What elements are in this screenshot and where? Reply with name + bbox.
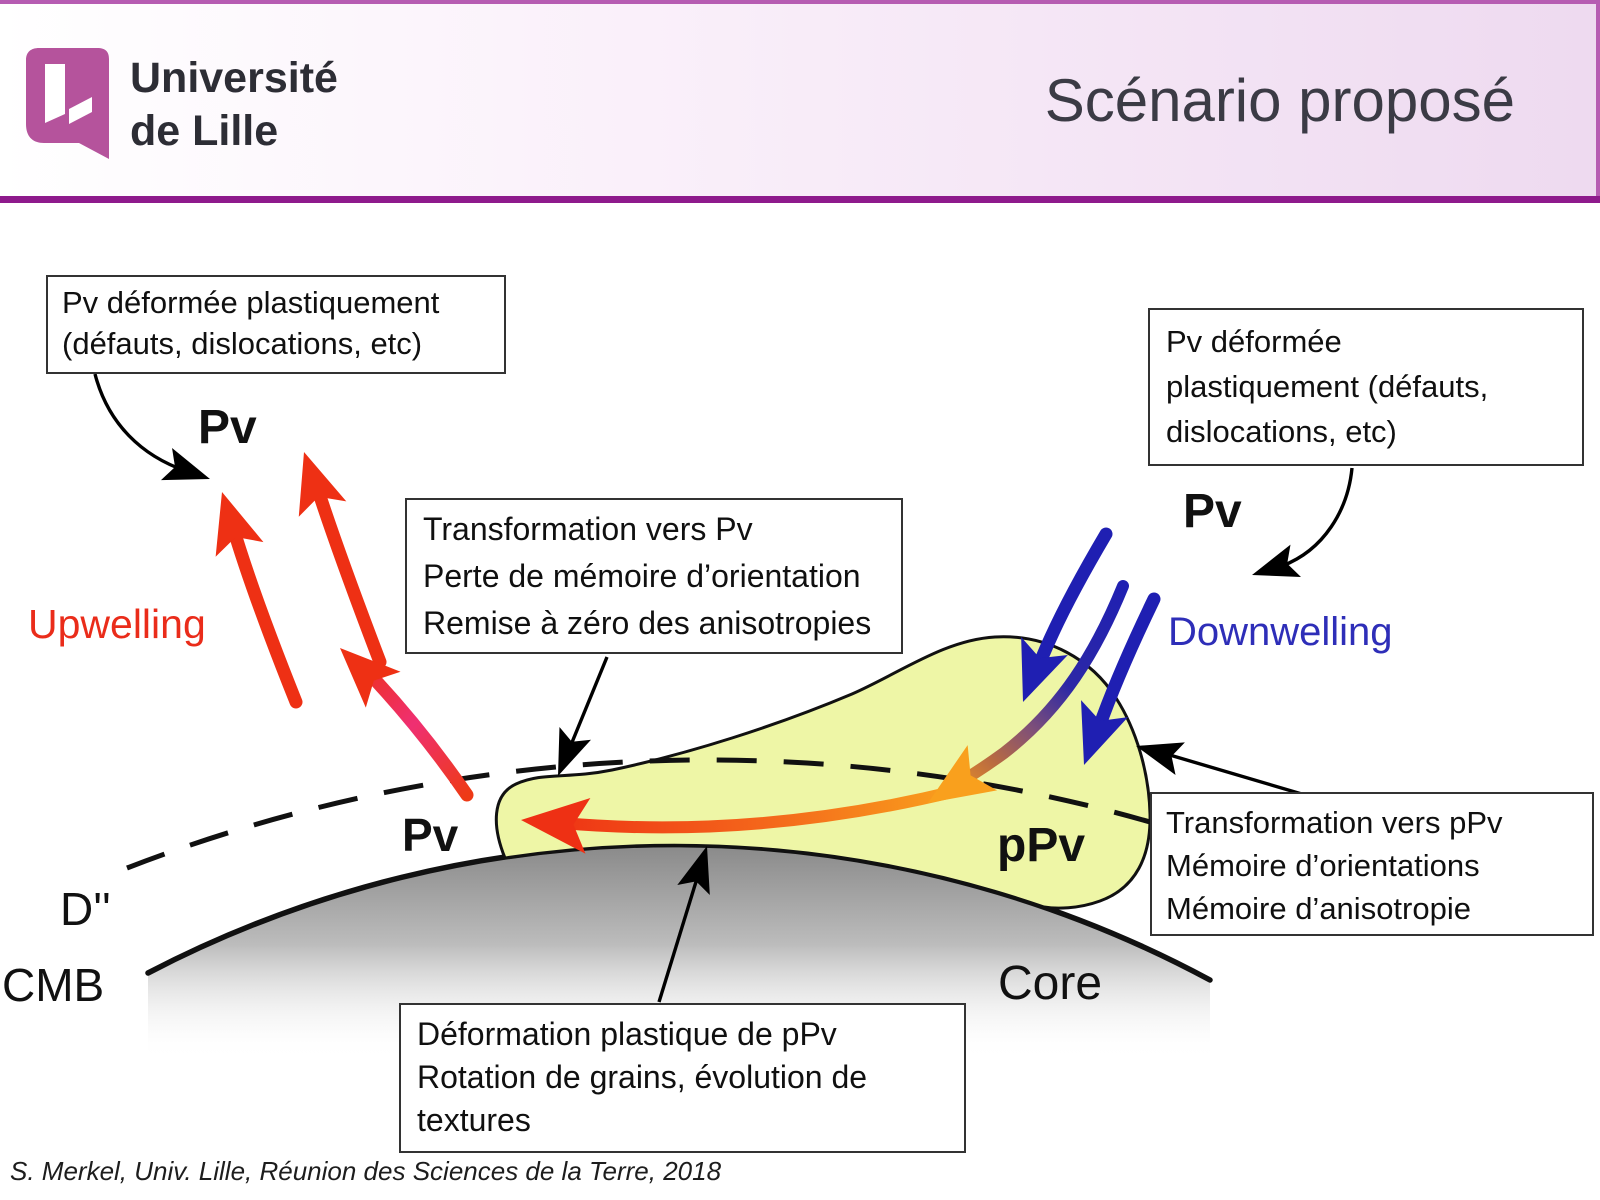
d-layer-dashed-curve [126, 757, 1151, 871]
page-title: Scénario proposé [1044, 67, 1515, 134]
logo-wordmark: Université de Lille [130, 52, 338, 158]
upwelling-arrow-2-head-icon [280, 444, 347, 517]
callout-line: Mémoire d’orientations [1166, 848, 1480, 883]
callout-line: textures [417, 1102, 531, 1138]
callout-line: Transformation vers pPv [1166, 805, 1503, 840]
callout-line: Mémoire d’anisotropie [1166, 891, 1471, 926]
ppv-lens-region [494, 635, 1152, 910]
label-d-double-prime: D'' [60, 883, 111, 935]
label-upwelling: Upwelling [28, 601, 206, 647]
callout-line: plastiquement (défauts, [1166, 369, 1489, 404]
header-accent-rule [0, 196, 1600, 203]
callout-arrow-pv-left-head-icon [160, 447, 216, 496]
upwelling-arrow-1-head-icon [198, 484, 264, 557]
callout-arrow-pv-right-line [1281, 467, 1354, 568]
callout-arrow-transformation-ppv-line [1162, 751, 1313, 799]
callout-line: Transformation vers Pv [423, 511, 753, 547]
upwelling-arrow-2-shaft [309, 477, 387, 669]
upwelling-arrow-1-shaft [225, 517, 303, 709]
label-cmb: CMB [2, 959, 105, 1011]
label-downwelling: Downwelling [1168, 610, 1393, 654]
callout-pv-deformed-right: Pv déformée plastiquement (défauts, disl… [1148, 308, 1584, 466]
callout-line: Déformation plastique de pPv [417, 1016, 837, 1052]
logo-line-2: de Lille [130, 107, 279, 155]
label-ppv: pPv [997, 819, 1086, 872]
callout-line: Perte de mémoire d’orientation [423, 558, 861, 594]
callout-arrow-pv-right-head-icon [1246, 544, 1302, 592]
callout-arrow-deformation-ppv-line [657, 871, 701, 1003]
callout-line: Rotation de grains, évolution de [417, 1059, 868, 1095]
label-core: Core [998, 957, 1103, 1010]
label-pv-upwelling: Pv [198, 401, 257, 454]
callout-arrow-transformation-pv-line [564, 656, 609, 758]
callout-arrow-pv-left-line [93, 373, 187, 473]
label-pv-dlayer: Pv [402, 809, 459, 861]
upwelling-transform-arrow-shaft [355, 659, 474, 802]
callout-transformation-ppv: Transformation vers pPv Mémoire d’orient… [1150, 792, 1594, 936]
logo-line-1: Université [130, 54, 338, 102]
callout-transformation-pv: Transformation vers Pv Perte de mémoire … [405, 498, 903, 654]
callout-pv-deformed-left: Pv déformée plastiquement (défauts, disl… [46, 275, 506, 374]
callout-deformation-ppv: Déformation plastique de pPv Rotation de… [399, 1003, 966, 1153]
callout-line: dislocations, etc) [1166, 414, 1397, 449]
callout-line: Pv déformée [1166, 324, 1342, 359]
callout-line: Pv déformée plastiquement [62, 285, 440, 320]
label-pv-downwelling: Pv [1183, 485, 1242, 538]
ppv-shear-arrow-shaft [556, 785, 962, 834]
callout-line: (défauts, dislocations, etc) [62, 326, 423, 361]
callout-line: Remise à zéro des anisotropies [423, 605, 872, 641]
universite-de-lille-logo-icon [26, 48, 109, 159]
header [0, 0, 1600, 196]
citation: S. Merkel, Univ. Lille, Réunion des Scie… [10, 1156, 722, 1186]
